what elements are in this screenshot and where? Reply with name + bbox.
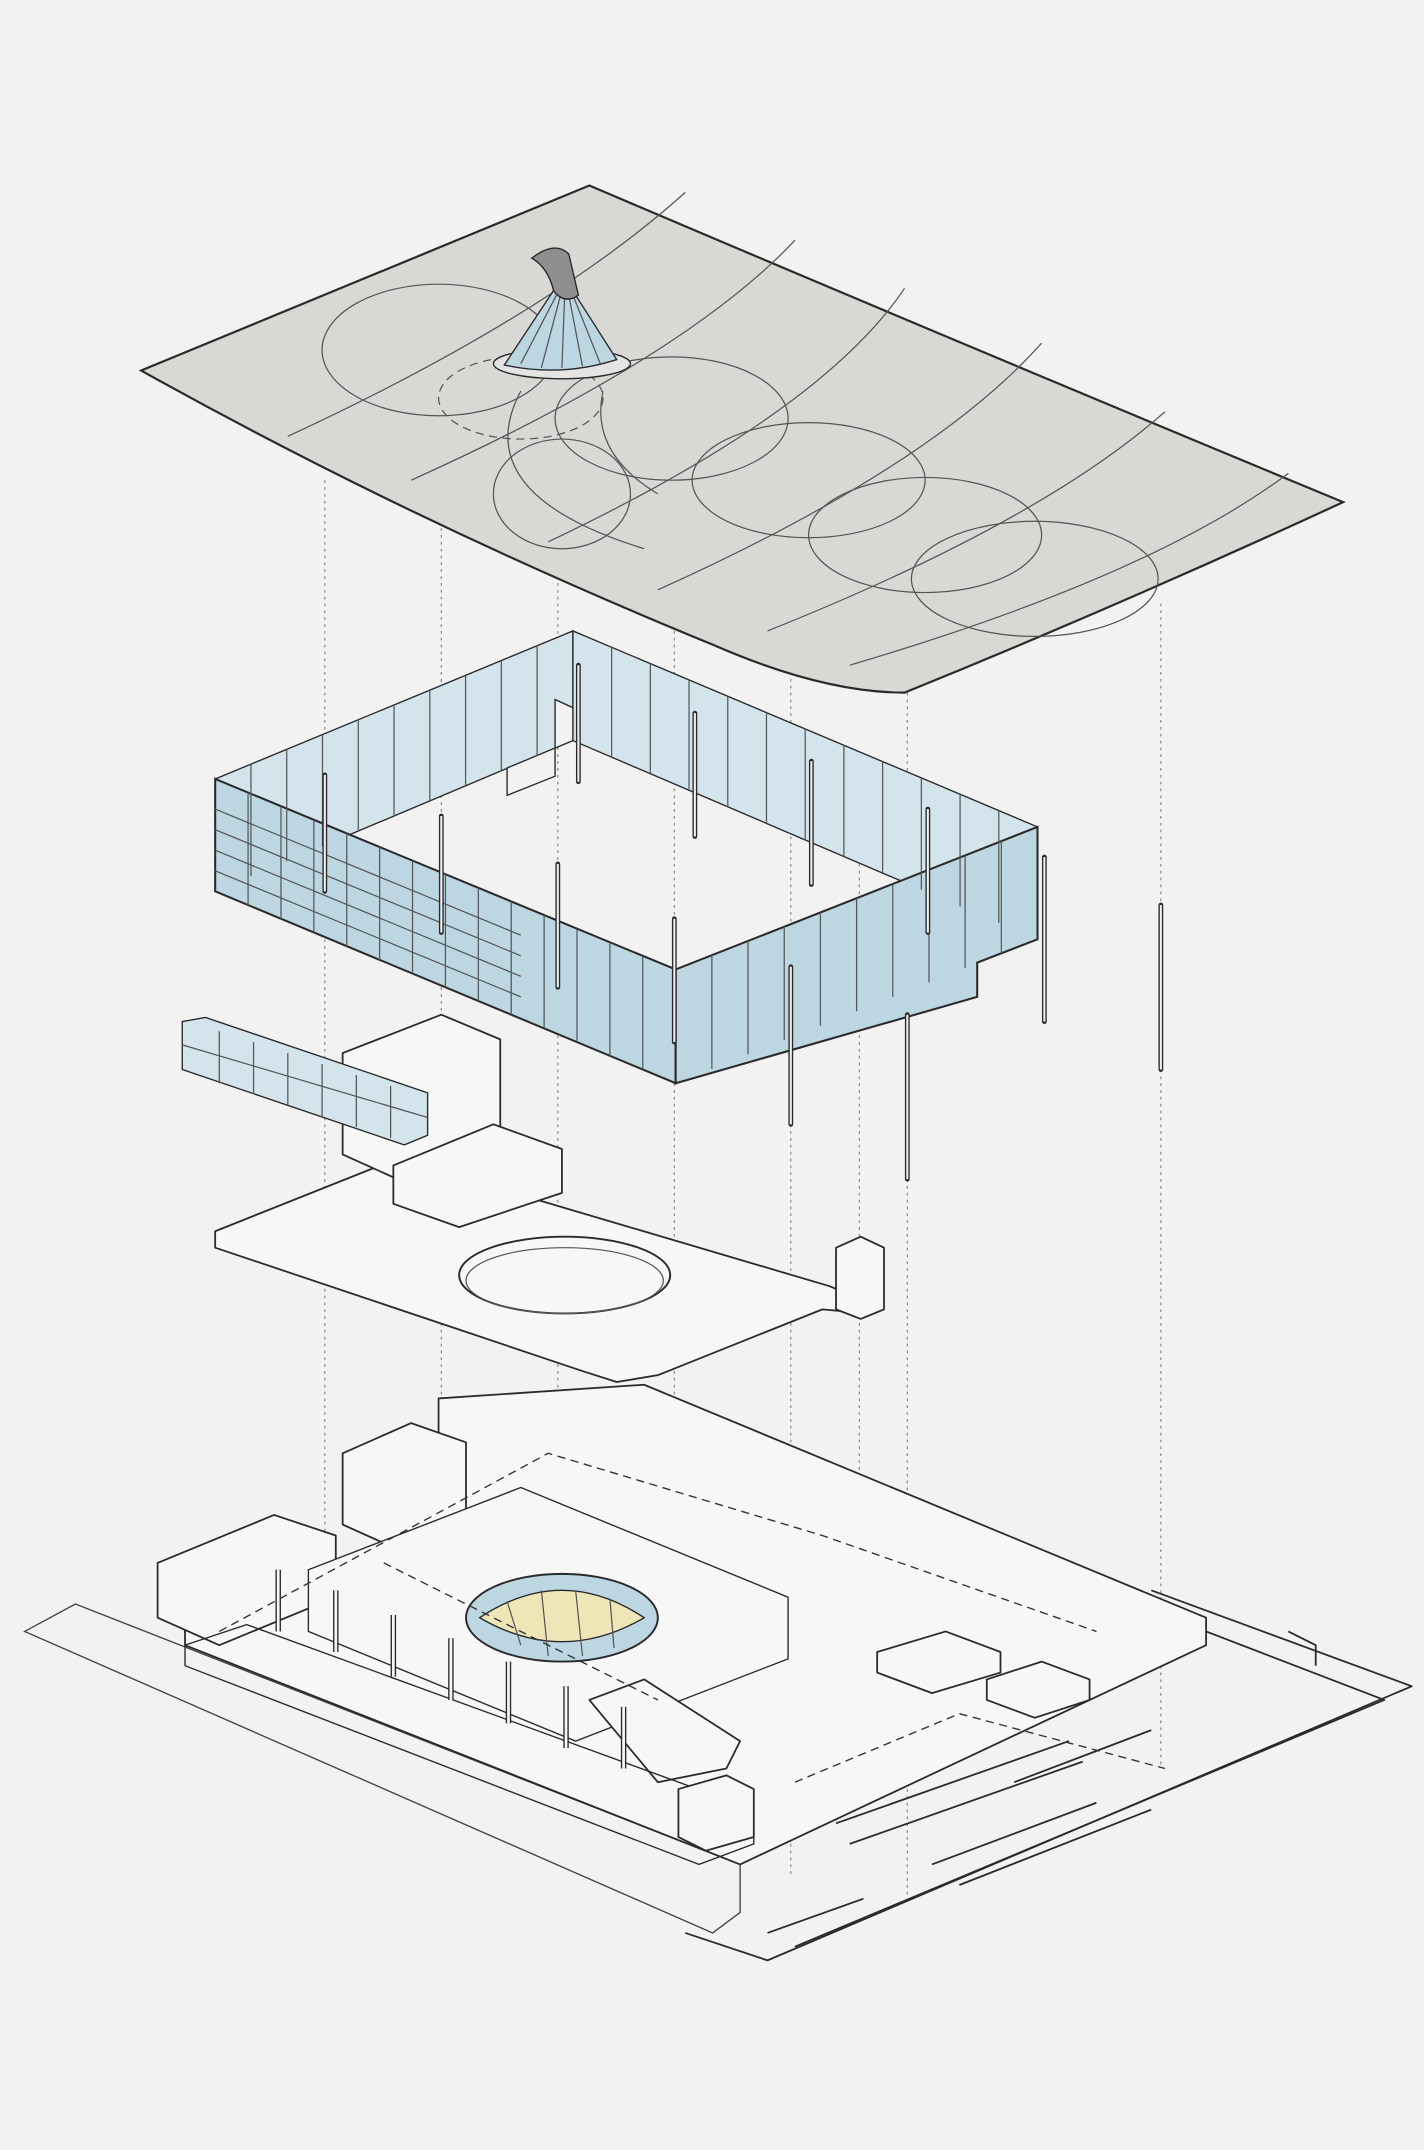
upper-floor-layer <box>181 1013 885 1383</box>
skylight-scoop <box>530 247 580 300</box>
ground-stair <box>588 1678 741 1784</box>
skylight-ribs <box>520 294 601 368</box>
ground-floor-layer <box>23 1383 1413 1962</box>
ground-colonnade <box>184 1623 755 1866</box>
ground-columns <box>275 1569 627 1769</box>
glass-back-opening <box>506 698 574 797</box>
roof-vaults <box>287 191 1289 666</box>
dome-ribs <box>506 1590 615 1657</box>
lower-volume-block <box>392 1123 563 1229</box>
site-boundary <box>23 1603 741 1934</box>
roof-slab <box>138 184 1346 694</box>
skylight-cone <box>503 287 618 371</box>
ground-dashed-outlines <box>218 1452 1166 1783</box>
floor-oculus-inner <box>465 1247 664 1315</box>
glass-mullions <box>247 645 1002 1070</box>
glass-horizontal-bands <box>214 808 522 998</box>
roof-layer <box>138 184 1346 694</box>
glass-enclosure-layer <box>214 629 1164 1182</box>
stair-core <box>835 1235 885 1320</box>
shelf-dividers <box>182 1031 428 1139</box>
dome-interior <box>478 1589 646 1643</box>
site-paths <box>684 1589 1413 1962</box>
ground-benches <box>677 1630 1091 1852</box>
structural-columns <box>322 662 1164 1182</box>
